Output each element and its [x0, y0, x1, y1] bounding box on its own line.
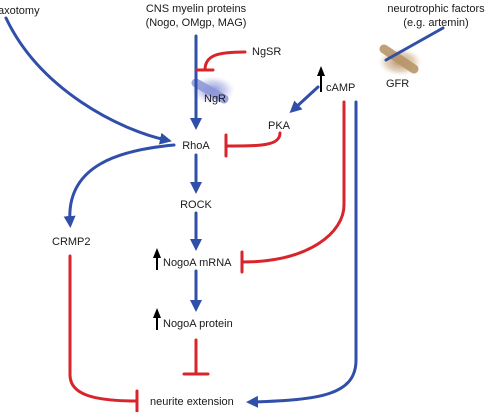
node-cns-myelin-line1: CNS myelin proteins [146, 3, 247, 15]
node-camp: cAMP [326, 82, 355, 94]
node-rock: ROCK [180, 199, 212, 211]
edge-camp-nogoa-mrna [240, 100, 346, 264]
edge-axotomy-rhoa [4, 16, 172, 145]
edge-pka-rhoa [224, 131, 282, 148]
edge-crmp2-neurite [68, 254, 139, 403]
node-cns-myelin-line2: (Nogo, OMgp, MAG) [146, 17, 247, 29]
node-ngr: NgR [204, 93, 226, 105]
edge-camp-pka [289, 85, 320, 114]
node-ngsr: NgSR [252, 46, 281, 58]
node-pka: PKA [268, 120, 291, 132]
node-rhoa: RhoA [182, 140, 210, 152]
edge-camp-neurite [246, 100, 358, 408]
nogoa-mrna-increase-arrow-icon [153, 248, 161, 270]
node-neurotrophic-line2: (e.g. artemin) [403, 17, 468, 29]
node-neurite-extension: neurite extension [150, 396, 234, 408]
node-axotomy: axotomy [0, 5, 40, 17]
camp-increase-arrow-icon [317, 66, 325, 92]
ngr-receptor-bar [191, 78, 229, 104]
node-gfr: GFR [386, 78, 409, 90]
gfr-receptor-bar [379, 44, 419, 74]
node-crmp2: CRMP2 [52, 236, 91, 248]
node-nogoa-mrna: NogoA mRNA [163, 257, 232, 269]
edge-neurotrophic-gfr [384, 26, 445, 62]
edge-ngsr-ngr [203, 50, 247, 72]
nogoa-protein-increase-arrow-icon [153, 308, 161, 330]
node-nogoa-protein: NogoA protein [163, 318, 233, 330]
node-neurotrophic-line1: neurotrophic factors [387, 3, 485, 15]
edge-rhoa-crmp2 [63, 143, 176, 228]
